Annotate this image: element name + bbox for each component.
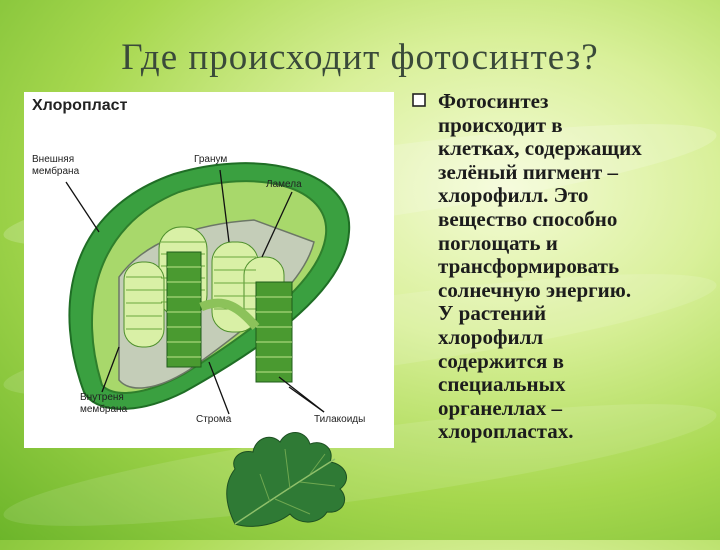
explanation-paragraph: Фотосинтез происходит в клетках, содержа… [438,89,642,444]
label-inner-membrane: Внутреня мембрана [80,392,128,415]
oak-leaf-icon [226,432,348,527]
label-thylakoids: Тилакоиды [314,414,366,425]
thylakoid-stacks [166,251,293,383]
explanation-text-block: Фотосинтез происходит в клетках, содержа… [412,89,712,444]
chloroplast-illustration [65,162,351,415]
label-granum: Гранум [194,154,228,165]
chloroplast-diagram: Хлоропласт Внешняя мембрана Гранум Ламел… [24,92,394,448]
label-outer-membrane: Внешняя мембрана [32,154,80,177]
lamella-band [199,298,260,330]
diagram-title: Хлоропласт [32,97,128,114]
label-lamella: Ламела [266,179,302,190]
pointer-lines [65,169,325,415]
checkbox-bullet-icon [412,93,426,107]
label-stroma: Строма [196,414,232,425]
slide-title: Где происходит фотосинтез? [121,37,599,78]
